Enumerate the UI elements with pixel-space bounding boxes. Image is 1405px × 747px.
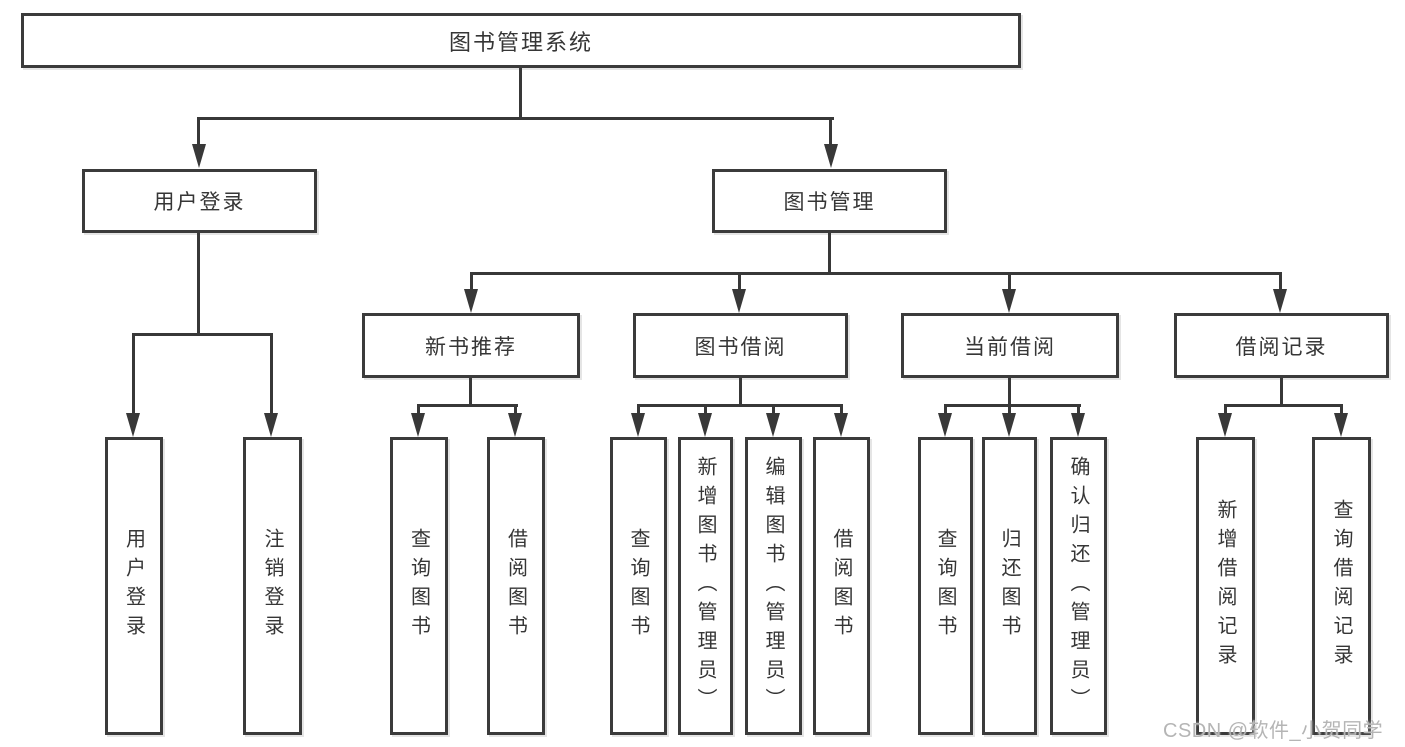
connector-drop	[829, 117, 832, 145]
leaf-logout: 注销登录	[243, 437, 302, 735]
connector-stem	[1008, 378, 1011, 407]
leaf-recommend-query-book: 查询图书	[390, 437, 448, 735]
leaf-borrow-add-book-admin: 新增图书（管理员）	[678, 437, 733, 735]
node-new-book-recommend: 新书推荐	[362, 313, 580, 378]
connector-drop	[470, 272, 473, 291]
leaf-record-add-borrow-record: 新增借阅记录	[1196, 437, 1255, 735]
connector-drop	[417, 404, 420, 415]
connector-drop	[1077, 404, 1080, 415]
leaf-borrow-borrow-book: 借阅图书	[813, 437, 870, 735]
connector-drop	[738, 272, 741, 291]
connector-drop	[132, 333, 135, 413]
leaf-borrow-edit-book-admin: 编辑图书（管理员）	[745, 437, 802, 735]
arrow-down-icon	[834, 413, 848, 437]
leaf-recommend-borrow-book: 借阅图书	[487, 437, 545, 735]
connector-drop	[840, 404, 843, 415]
connector-drop	[1340, 404, 1343, 415]
connector-stem	[1280, 378, 1283, 407]
arrow-down-icon	[1071, 413, 1085, 437]
node-root: 图书管理系统	[21, 13, 1021, 68]
connector-drop	[270, 333, 273, 413]
arrow-down-icon	[126, 413, 140, 437]
leaf-current-query-book: 查询图书	[918, 437, 973, 735]
csdn-watermark: CSDN @软件_小贺同学	[1163, 720, 1384, 742]
arrow-down-icon	[411, 413, 425, 437]
node-book-borrow: 图书借阅	[633, 313, 848, 378]
arrow-down-icon	[1334, 413, 1348, 437]
connector-drop	[944, 404, 947, 415]
arrow-down-icon	[464, 289, 478, 313]
leaf-user-login: 用户登录	[105, 437, 163, 735]
arrow-down-icon	[824, 144, 838, 168]
connector-rail	[417, 404, 518, 407]
arrow-down-icon	[192, 144, 206, 168]
arrow-down-icon	[766, 413, 780, 437]
connector-stem	[197, 233, 200, 336]
node-current-borrow: 当前借阅	[901, 313, 1119, 378]
connector-stem	[739, 378, 742, 407]
arrow-down-icon	[508, 413, 522, 437]
connector-drop	[772, 404, 775, 415]
arrow-down-icon	[698, 413, 712, 437]
leaf-record-query-borrow-record: 查询借阅记录	[1312, 437, 1371, 735]
connector-drop	[1279, 272, 1282, 291]
arrow-down-icon	[1273, 289, 1287, 313]
leaf-borrow-query-book: 查询图书	[610, 437, 667, 735]
connector-stem	[828, 233, 831, 275]
arrow-down-icon	[1218, 413, 1232, 437]
connector-stem	[519, 68, 522, 120]
connector-drop	[704, 404, 707, 415]
connector-drop	[1008, 272, 1011, 291]
node-borrow-record: 借阅记录	[1174, 313, 1389, 378]
connector-stem	[469, 378, 472, 407]
arrow-down-icon	[732, 289, 746, 313]
node-book-management: 图书管理	[712, 169, 947, 233]
connector-rail	[637, 404, 843, 407]
connector-drop	[197, 117, 200, 145]
arrow-down-icon	[631, 413, 645, 437]
connector-drop	[637, 404, 640, 415]
connector-rail	[944, 404, 1081, 407]
connector-rail	[132, 333, 273, 336]
leaf-current-return-book: 归还图书	[982, 437, 1037, 735]
connector-rail	[197, 117, 834, 120]
arrow-down-icon	[1002, 413, 1016, 437]
arrow-down-icon	[1002, 289, 1016, 313]
connector-drop	[1224, 404, 1227, 415]
leaf-current-confirm-return-admin: 确认归还（管理员）	[1050, 437, 1107, 735]
connector-rail	[470, 272, 1282, 275]
connector-drop	[1008, 404, 1011, 415]
arrow-down-icon	[938, 413, 952, 437]
node-user-login: 用户登录	[82, 169, 317, 233]
connector-drop	[514, 404, 517, 415]
arrow-down-icon	[264, 413, 278, 437]
connector-rail	[1224, 404, 1343, 407]
